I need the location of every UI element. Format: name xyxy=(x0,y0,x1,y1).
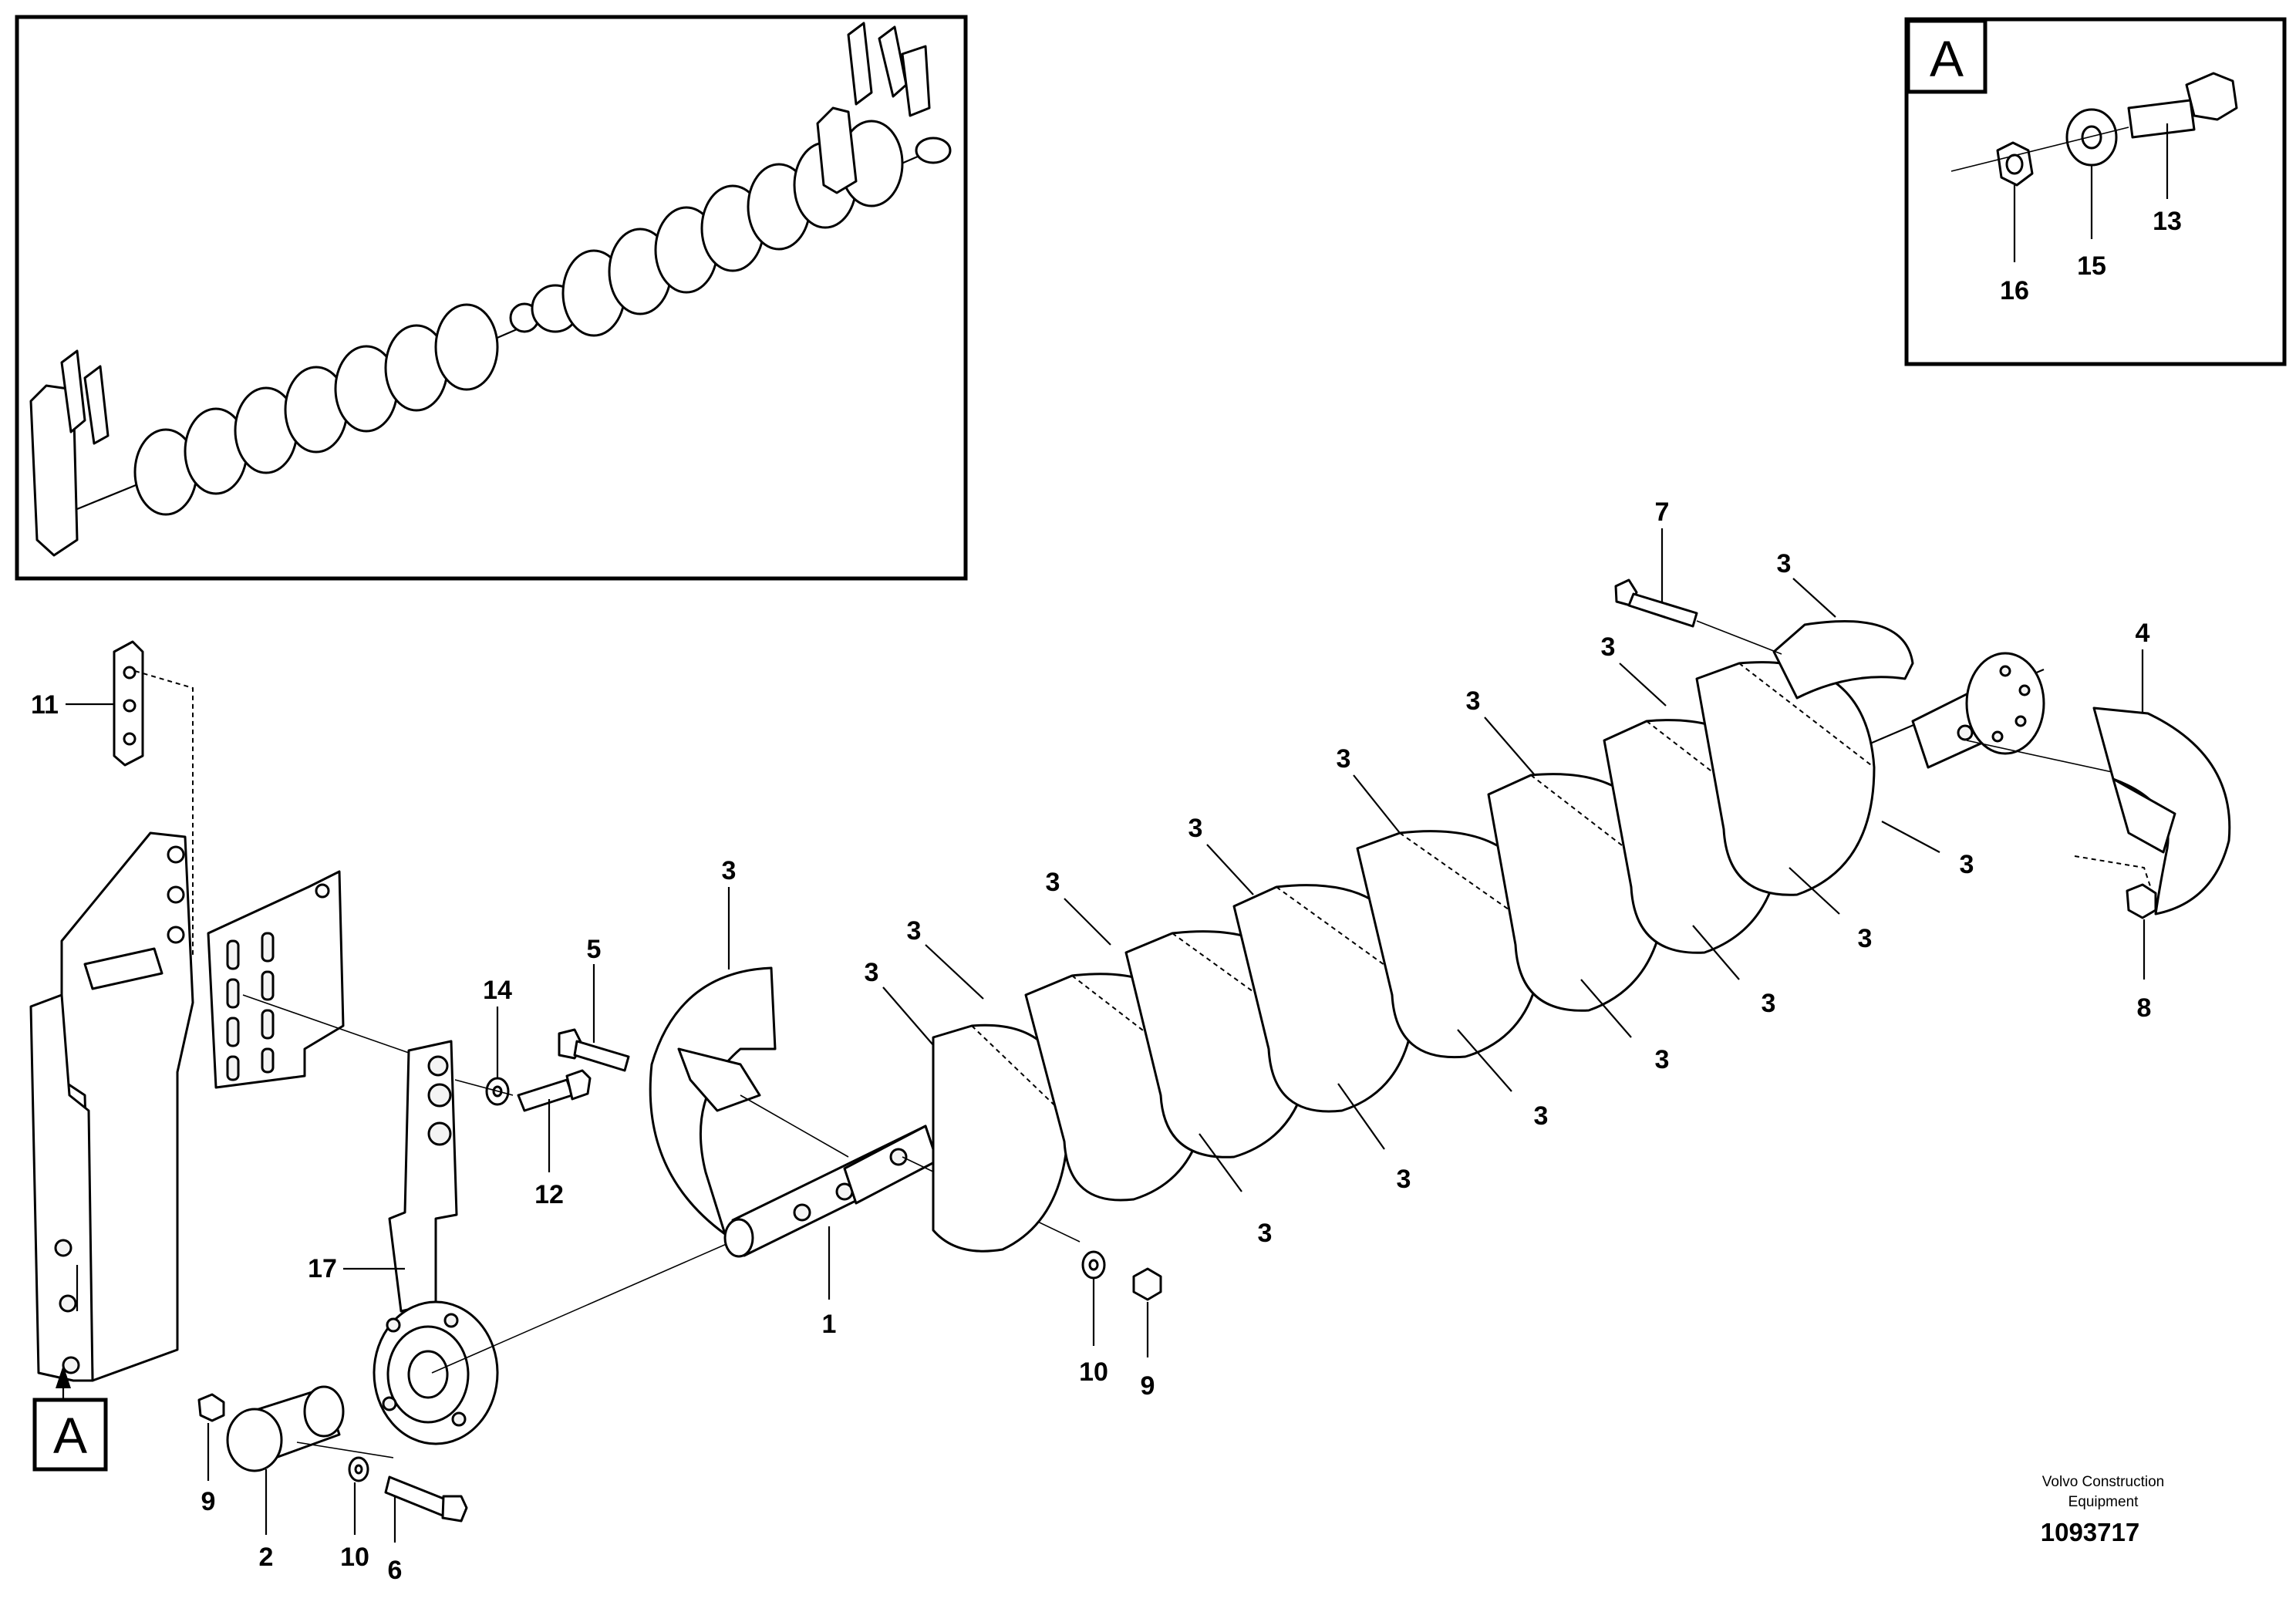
callout-3-f: 3 xyxy=(1337,744,1351,774)
document-number: 1093717 xyxy=(2041,1518,2139,1546)
part-7-bolt: 7 xyxy=(1614,497,1782,655)
part-12-bolt: 12 xyxy=(517,1069,592,1209)
callout-9-lower: 9 xyxy=(201,1487,216,1516)
part-14-washer: 14 xyxy=(483,976,512,1106)
part-6-bolt: 6 xyxy=(384,1475,468,1585)
callout-3-m: 3 xyxy=(1655,1045,1670,1074)
callout-5: 5 xyxy=(587,935,602,964)
callout-10-lower: 10 xyxy=(340,1543,369,1572)
detail-box-label: A xyxy=(1930,30,1964,87)
callout-16: 16 xyxy=(2000,276,2029,305)
callout-1: 1 xyxy=(822,1310,837,1339)
overview-inset xyxy=(15,15,968,581)
left-frame-bracket xyxy=(29,831,194,1382)
callout-4: 4 xyxy=(2136,619,2150,648)
part-2-cap: 2 xyxy=(226,1385,345,1572)
callout-3-b: 3 xyxy=(865,958,879,987)
bolt-13 xyxy=(2127,72,2238,139)
credit-line-1: Volvo Construction xyxy=(2042,1474,2164,1490)
callout-17: 17 xyxy=(308,1254,337,1283)
callout-3-k: 3 xyxy=(1397,1165,1411,1194)
callout-13: 13 xyxy=(2153,207,2182,236)
callout-7: 7 xyxy=(1655,497,1670,527)
callout-12: 12 xyxy=(534,1180,564,1209)
callout-3-g: 3 xyxy=(1466,686,1481,716)
credit-block: Volvo Construction Equipment 1093717 xyxy=(2041,1474,2164,1546)
detail-marker-a: A xyxy=(32,1365,108,1472)
detail-frame xyxy=(1904,17,2287,366)
callout-11: 11 xyxy=(31,690,59,720)
adjustment-plate xyxy=(207,870,345,1089)
callout-3-e: 3 xyxy=(1188,814,1203,843)
callout-3-p: 3 xyxy=(1960,850,1974,879)
callout-3-h: 3 xyxy=(1601,632,1616,662)
washer-15 xyxy=(2065,108,2118,167)
part-5-bolt: 5 xyxy=(558,935,630,1072)
callout-9-middle: 9 xyxy=(1141,1371,1155,1401)
front-flight: 3 xyxy=(649,856,777,1236)
callout-3-l: 3 xyxy=(1534,1101,1549,1131)
flight-9-rear xyxy=(1772,620,1914,700)
credit-line-2: Equipment xyxy=(2068,1494,2139,1510)
nut-16 xyxy=(1996,141,2034,187)
part-10-washer-middle: 10 xyxy=(1079,1250,1108,1387)
overview-auger-drawing xyxy=(29,22,952,557)
flight-callouts: 3 3 3 3 3 3 3 3 3 3 3 3 3 3 3 xyxy=(865,549,1974,1248)
part-10-washer-lower: 10 xyxy=(340,1456,369,1572)
detail-label-box xyxy=(1906,19,1988,94)
flight-1 xyxy=(932,1023,1070,1253)
callout-2: 2 xyxy=(259,1543,274,1572)
callout-3-c: 3 xyxy=(907,916,922,946)
overview-frame xyxy=(15,15,968,581)
part-9-nut-lower: 9 xyxy=(197,1393,225,1516)
callout-14: 14 xyxy=(483,976,512,1005)
callout-8: 8 xyxy=(2137,993,2152,1023)
part-4-end-flight: 4 xyxy=(2092,619,2231,916)
overview-flights-left xyxy=(133,303,499,516)
callout-15: 15 xyxy=(2077,251,2106,281)
detail-marker-label: A xyxy=(53,1407,87,1464)
part-8-nut: 8 xyxy=(2126,883,2157,1023)
callout-10-middle: 10 xyxy=(1079,1357,1108,1387)
flight-4 xyxy=(1232,884,1417,1113)
rear-flange xyxy=(1911,652,2045,769)
auger-flights xyxy=(932,620,1914,1253)
part-17-bearing-arm: 17 xyxy=(308,1040,499,1445)
callout-3-n: 3 xyxy=(1762,989,1776,1018)
callout-3-a: 3 xyxy=(722,856,737,885)
callout-3-i: 3 xyxy=(1777,549,1792,578)
callout-3-j: 3 xyxy=(1258,1219,1273,1248)
part-11-plate: 11 xyxy=(31,640,194,956)
callout-3-o: 3 xyxy=(1858,924,1873,953)
callout-6: 6 xyxy=(388,1556,403,1585)
part-9-nut-middle: 9 xyxy=(1132,1267,1162,1401)
callout-3-d: 3 xyxy=(1046,868,1060,897)
detail-a-box: A 13 15 16 xyxy=(1904,17,2287,366)
